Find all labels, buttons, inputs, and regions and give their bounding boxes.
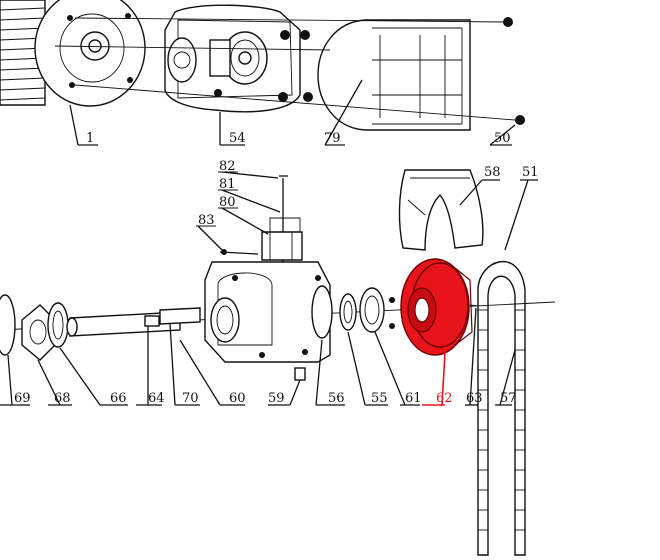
part-69[interactable] [0,294,16,356]
label-61: 61 [405,391,422,406]
ring-part-55[interactable] [339,293,357,331]
label-59: 59 [268,391,285,406]
label-79: 79 [324,131,341,146]
label-54: 54 [229,131,246,146]
label-64: 64 [148,391,165,406]
screws-part-50[interactable] [503,17,525,125]
label-60: 60 [229,391,246,406]
label-83: 83 [198,213,215,228]
ring-part-66[interactable] [47,302,69,348]
label-50: 50 [494,131,511,146]
cover-part-58[interactable] [398,169,484,251]
label-58: 58 [484,165,501,180]
label-51: 51 [522,165,539,180]
label-81: 81 [219,177,236,192]
motor-part-1[interactable] [0,0,146,107]
label-80: 80 [219,195,236,210]
shaft-part-64[interactable] [66,311,181,337]
cover-part-79[interactable] [317,19,471,131]
bearing-part-61[interactable] [359,287,395,333]
spring-part-81[interactable] [269,217,301,233]
part-63[interactable] [469,304,479,307]
plate-part-80[interactable] [261,231,303,261]
chain-wheel-part-62-highlighted[interactable] [400,258,473,356]
label-70: 70 [182,391,199,406]
label-56: 56 [328,391,345,406]
bolt-part-83[interactable] [219,249,259,255]
label-63: 63 [466,391,483,406]
gearbox-part-54[interactable] [164,4,313,113]
label-55: 55 [371,391,388,406]
label-68: 68 [54,391,71,406]
label-62-highlighted: 62 [436,391,453,406]
part-56[interactable] [311,285,333,339]
label-1: 1 [86,131,94,146]
key-part-70[interactable] [159,307,201,325]
label-69: 69 [14,391,31,406]
label-57: 57 [500,391,517,406]
part-68[interactable] [21,304,56,361]
label-66: 66 [110,391,127,406]
housing-part-60[interactable] [204,261,331,381]
label-82: 82 [219,159,236,174]
chain-part-51[interactable] [477,260,526,556]
